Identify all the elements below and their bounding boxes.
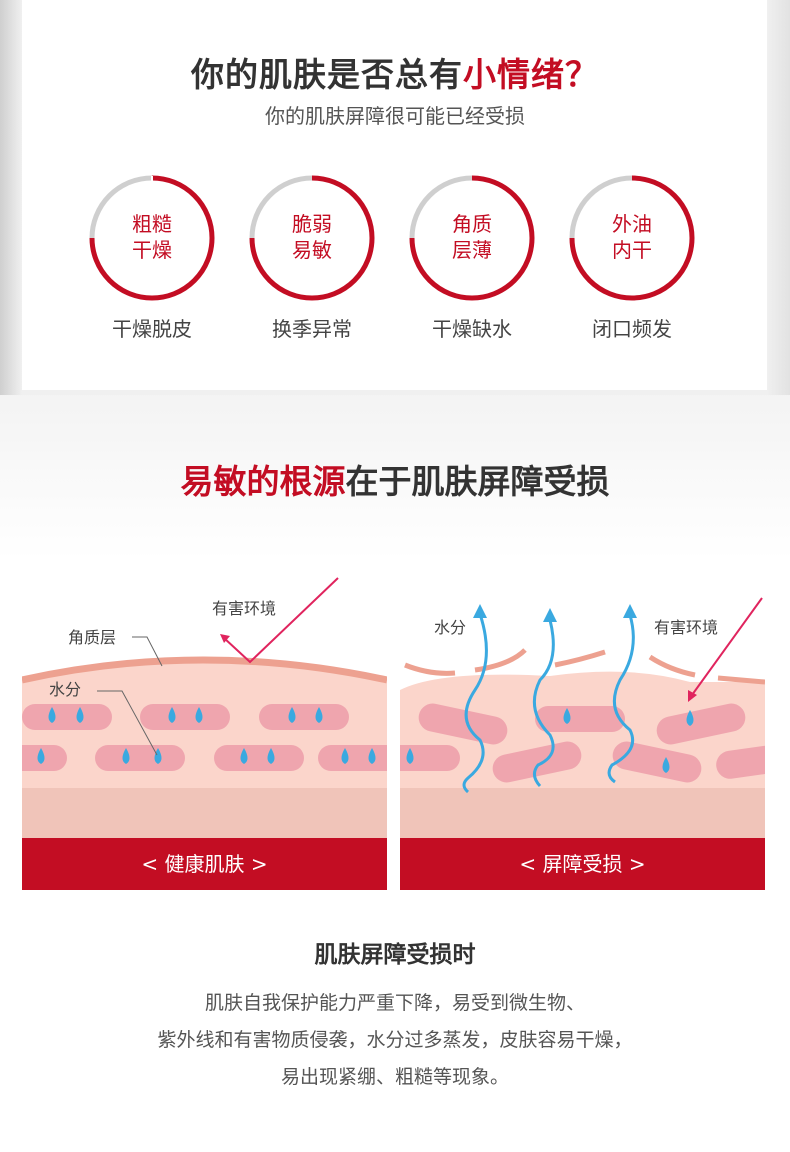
circle-label: 干燥	[132, 238, 172, 262]
subtitle: 你的肌肤屏障很可能已经受损	[265, 104, 525, 128]
ring-icon	[89, 175, 215, 301]
symptom-circle: 脆弱易敏	[249, 175, 375, 301]
label-water: 水分	[434, 618, 466, 637]
ring-icon	[569, 175, 695, 301]
heading-dark: 在于肌肤屏障受损	[345, 462, 610, 501]
page-title: 你的肌肤是否总有小情绪？	[0, 48, 790, 96]
ring-icon	[249, 175, 375, 301]
healthy-skin-label: < 健康肌肤 >	[22, 838, 387, 890]
title-dark: 你的肌肤是否总有	[191, 55, 463, 94]
symptom-caption: 干燥脱皮	[112, 317, 192, 341]
circle-label: 外油	[612, 212, 652, 236]
circle-label: 脆弱	[292, 212, 332, 236]
harmful-arrow-icon	[223, 577, 339, 664]
symptom-caption: 换季异常	[272, 317, 352, 341]
circle-label: 内干	[612, 238, 652, 262]
symptoms-card	[22, 0, 767, 390]
harmful-arrow-icon	[688, 690, 697, 702]
water-drop-icon	[406, 708, 694, 773]
circle-label: 易敏	[292, 238, 332, 262]
label-corneum: 角质层	[68, 628, 116, 647]
title-red: 小情绪？	[463, 55, 599, 94]
circle-label: 层薄	[452, 238, 492, 262]
symptom-circle: 角质层薄	[409, 175, 535, 301]
damaged-skin-label: < 屏障受损 >	[400, 838, 765, 890]
label-harmful-env: 有害环境	[212, 599, 276, 618]
water-drop-icon	[37, 707, 376, 764]
evaporation-arrow-icon	[462, 613, 635, 794]
damage-description: 肌肤自我保护能力严重下降，易受到微生物、 紫外线和有害物质侵袭，水分过多蒸发，皮…	[0, 985, 790, 1096]
damage-heading: 肌肤屏障受损时	[314, 942, 476, 968]
healthy-skin-diagram: 有害环境 角质层 水分 < 健康肌肤 >	[22, 570, 387, 890]
symptom-caption: 闭口频发	[592, 317, 672, 341]
circle-label: 角质	[452, 212, 492, 236]
symptom-circle: 粗糙干燥	[89, 175, 215, 301]
damaged-skin-diagram: 水分 有害环境 < 屏障受损 >	[400, 570, 765, 890]
section-heading: 易敏的根源在于肌肤屏障受损	[0, 455, 790, 503]
damaged-skin-illustration: 水分 有害环境	[400, 597, 765, 838]
heading-red: 易敏的根源	[180, 462, 346, 501]
circle-label: 粗糙	[132, 212, 172, 236]
label-harmful-env: 有害环境	[654, 618, 718, 637]
ring-icon	[409, 175, 535, 301]
description-line: 肌肤自我保护能力严重下降，易受到微生物、	[204, 992, 585, 1014]
description-line: 易出现紧绷、粗糙等现象。	[280, 1066, 509, 1088]
description-line: 紫外线和有害物质侵袭，水分过多蒸发，皮肤容易干燥，	[157, 1029, 633, 1051]
label-water: 水分	[49, 680, 81, 699]
symptom-circle: 外油内干	[569, 175, 695, 301]
symptom-caption: 干燥缺水	[432, 317, 512, 341]
healthy-skin-illustration: 有害环境 角质层 水分	[22, 577, 387, 838]
